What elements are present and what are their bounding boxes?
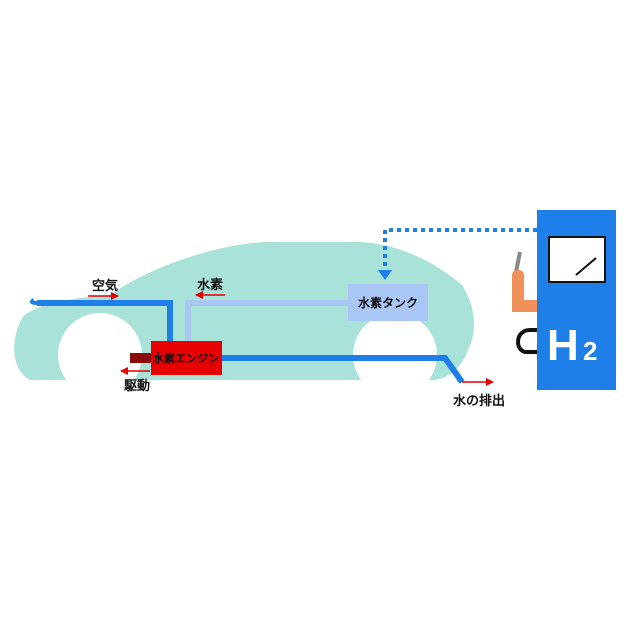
- h2-subscript: 2: [583, 336, 597, 366]
- gauge-needle: [575, 257, 597, 276]
- water-exhaust-line: [220, 355, 465, 384]
- fuel-nozzle-tip: [514, 251, 522, 273]
- tank-box: [348, 284, 428, 321]
- h2-symbol: H: [547, 321, 579, 370]
- air-label: 空気: [92, 278, 118, 294]
- fuel-nozzle-handle: [512, 300, 540, 312]
- engine-label: 水素エンジン: [153, 351, 219, 365]
- engine-box: [151, 341, 222, 375]
- drive-label: 駆動: [124, 378, 150, 394]
- water-out-label: 水の排出: [453, 393, 505, 409]
- air-line: [37, 300, 173, 345]
- hydrogen-label: 水素: [197, 277, 223, 293]
- front-wheel: [58, 313, 142, 397]
- fuel-hose: [516, 328, 540, 354]
- refuel-dotted-line: [383, 228, 537, 270]
- refuel-arrow-head: [378, 270, 392, 280]
- drive-shaft: [130, 353, 152, 363]
- tank-label: 水素タンク: [358, 295, 418, 310]
- air-line-lip: [29, 298, 38, 305]
- hydrogen-line: [185, 300, 350, 345]
- hydrogen-station: H 2: [512, 210, 616, 390]
